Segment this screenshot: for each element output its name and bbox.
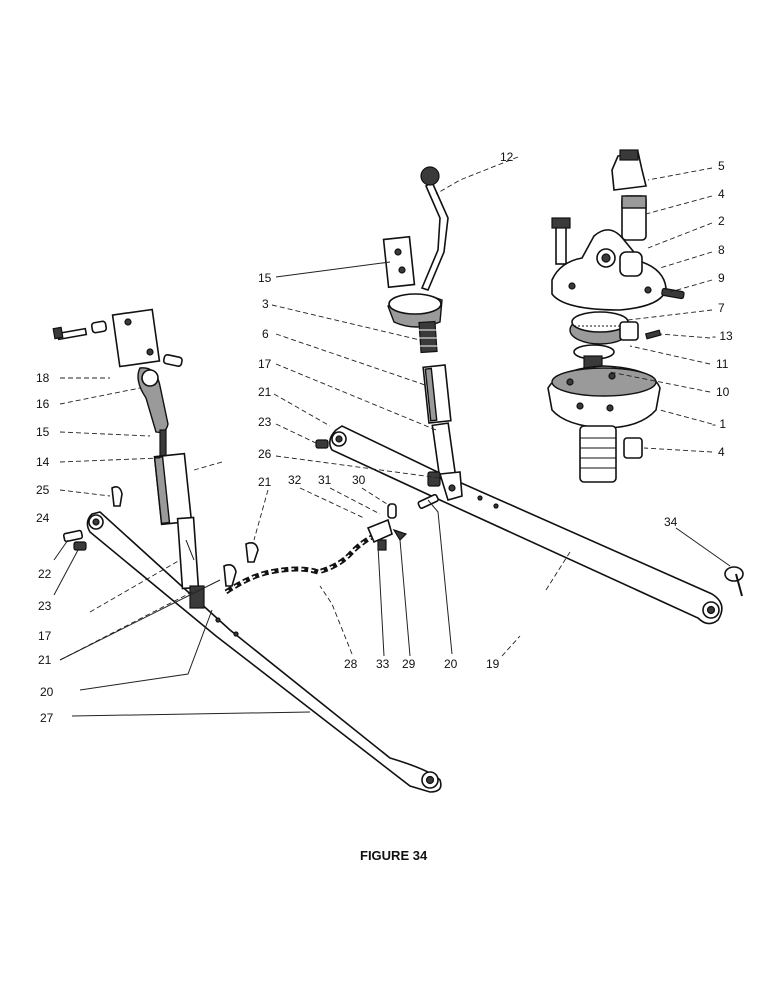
label-11: 11 [716, 357, 729, 371]
label-21: 21 [258, 385, 272, 399]
label-20: 20 [444, 657, 458, 671]
label-32: 32 [288, 473, 302, 487]
label-4: 4 [718, 187, 725, 201]
label-33: 33 [376, 657, 390, 671]
left-lower-link-arm [86, 511, 442, 793]
left-levelling-rod-assembly [52, 308, 205, 609]
label-28: 28 [344, 657, 358, 671]
label-17-left: 17 [38, 629, 52, 643]
label-29: 29 [402, 657, 416, 671]
label-19: 19 [486, 657, 500, 671]
label-2: 2 [718, 214, 725, 228]
label-1: - 1 [712, 417, 726, 431]
label-20-left: 20 [40, 685, 54, 699]
label-18: 18 [36, 371, 50, 385]
label-23: 23 [258, 415, 272, 429]
callout-labels: 12 5 4 2 8 9 7 - 13 11 10 - 1 4 15 3 6 1… [36, 150, 733, 863]
label-27: 27 [40, 711, 54, 725]
linch-pin [724, 566, 744, 597]
label-17: 17 [258, 357, 272, 371]
label-8: 8 [718, 243, 725, 257]
label-6: 6 [262, 327, 269, 341]
label-16: 16 [36, 397, 50, 411]
centre-lift-rod-assembly [315, 166, 463, 509]
label-23-left: 23 [38, 599, 52, 613]
label-7: 7 [718, 301, 725, 315]
leader-lines [53, 156, 731, 717]
label-21-left: 21 [38, 653, 52, 667]
label-3: 3 [262, 297, 269, 311]
label-15: 15 [258, 271, 272, 285]
label-5: 5 [718, 159, 725, 173]
label-9: 9 [718, 271, 725, 285]
label-21-chain: 21 [258, 475, 272, 489]
label-25: 25 [36, 483, 50, 497]
label-12: 12 [500, 150, 514, 164]
label-13: - 13 [712, 329, 733, 343]
label-4-lower: 4 [718, 445, 725, 459]
check-chain [223, 503, 408, 595]
figure-caption: FIGURE 34 [360, 848, 428, 863]
label-15-left: 15 [36, 425, 50, 439]
label-34: 34 [664, 515, 678, 529]
label-26: 26 [258, 447, 272, 461]
label-14: 14 [36, 455, 50, 469]
top-link-bracket-assembly [547, 149, 685, 483]
label-24: 24 [36, 511, 50, 525]
label-30: 30 [352, 473, 366, 487]
label-10: 10 [716, 385, 730, 399]
label-22: 22 [38, 567, 52, 581]
label-31: 31 [318, 473, 332, 487]
